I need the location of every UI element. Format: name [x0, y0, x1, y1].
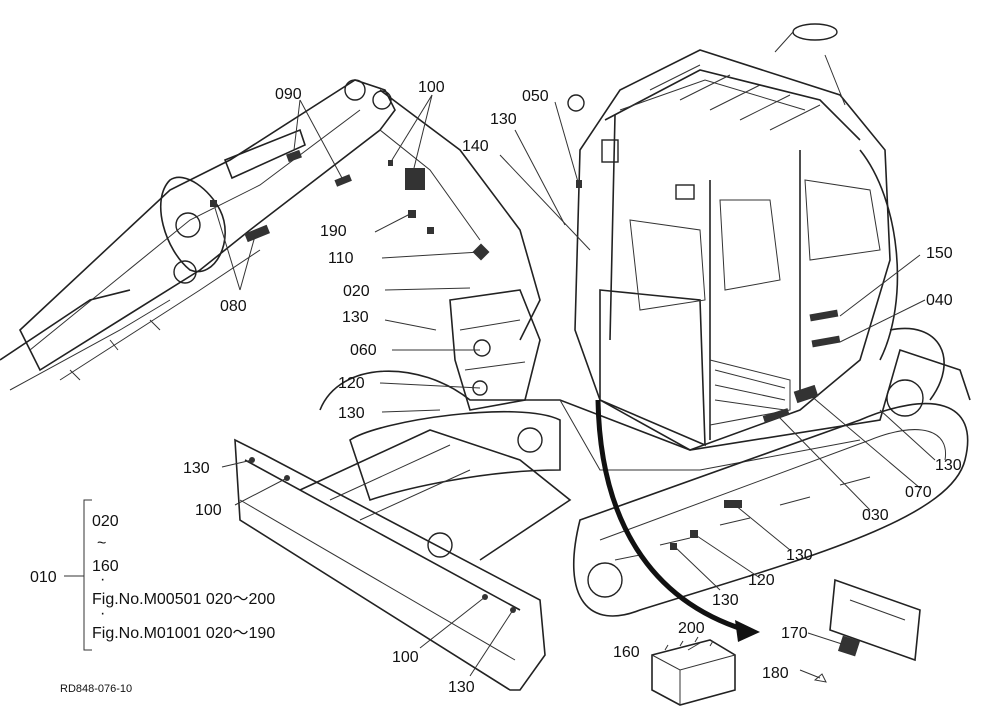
decal-030 [762, 408, 790, 423]
callout-130-bottom: 130 [448, 679, 475, 696]
callout-170: 170 [781, 625, 808, 642]
callout-130-top: 130 [490, 111, 517, 128]
legend-range-start: 020 [92, 513, 119, 530]
callout-110: 110 [328, 250, 354, 267]
decal-070 [793, 384, 819, 404]
callout-060: 060 [350, 342, 377, 359]
detail-arrow-head [735, 620, 760, 642]
callout-020: 020 [343, 283, 370, 300]
callout-070: 070 [905, 484, 932, 501]
decal-150 [809, 309, 839, 322]
detail-plate [813, 578, 921, 683]
legend-bracket [83, 499, 92, 651]
detail-arrow [595, 399, 746, 633]
drawing-code: RD848-076-10 [60, 683, 132, 695]
callout-130-track-low: 130 [712, 592, 739, 609]
tracks [349, 379, 969, 617]
callout-100-bottom: 100 [392, 649, 419, 666]
callout-120-left: 120 [338, 375, 365, 392]
decal-130f [724, 500, 742, 508]
callout-100-blade: 100 [195, 502, 222, 519]
callout-130-right: 130 [935, 457, 962, 474]
legend: 010 020 ~ 160 · Fig.No.M00501 020～200 · … [30, 513, 275, 642]
cab [567, 23, 891, 451]
callout-030: 030 [862, 507, 889, 524]
dozer-blade [234, 427, 572, 691]
callout-180: 180 [762, 665, 789, 682]
leader-lines [214, 94, 936, 679]
callout-040: 040 [926, 292, 953, 309]
callout-090: 090 [275, 86, 302, 103]
legend-fig-line-1: Fig.No.M00501 020～200 [92, 591, 275, 608]
decal-190 [408, 210, 416, 218]
legend-fig-line-2: Fig.No.M01001 020～190 [92, 625, 275, 642]
callout-050: 050 [522, 88, 549, 105]
callout-100-top: 100 [418, 79, 445, 96]
callout-130-track: 130 [786, 547, 813, 564]
legend-tilde: ~ [97, 535, 106, 552]
battery [651, 636, 736, 706]
callout-080: 080 [220, 298, 247, 315]
decal-090 [286, 149, 302, 163]
decal-100 [405, 168, 425, 190]
callout-130-mid: 130 [342, 309, 369, 326]
decal-110 [427, 227, 434, 234]
decal-100b [388, 160, 393, 166]
legend-dot-2: · [100, 605, 105, 622]
callout-130-left: 130 [338, 405, 365, 422]
decal-080b [210, 200, 217, 207]
decal-110b [472, 243, 490, 261]
callout-160: 160 [613, 644, 640, 661]
decal-170 [837, 635, 861, 657]
legend-main-ref: 010 [30, 569, 57, 586]
decal-130g [670, 543, 677, 550]
callout-200: 200 [678, 620, 705, 637]
callout-120-track: 120 [748, 572, 775, 589]
callout-140: 140 [462, 138, 489, 155]
decal-040 [811, 335, 841, 348]
decal-090b [334, 174, 352, 187]
callout-130-blade: 130 [183, 460, 210, 477]
decal-080 [244, 224, 270, 243]
upper-frame [319, 149, 971, 471]
legend-range-end: 160 [92, 558, 119, 575]
callout-150: 150 [926, 245, 953, 262]
decal-050 [576, 180, 582, 188]
callout-labels: 090 100 050 130 140 190 110 080 020 130 … [183, 79, 962, 696]
legend-dot-1: · [100, 571, 105, 588]
callout-190: 190 [320, 223, 347, 240]
boom-arm [0, 79, 541, 391]
